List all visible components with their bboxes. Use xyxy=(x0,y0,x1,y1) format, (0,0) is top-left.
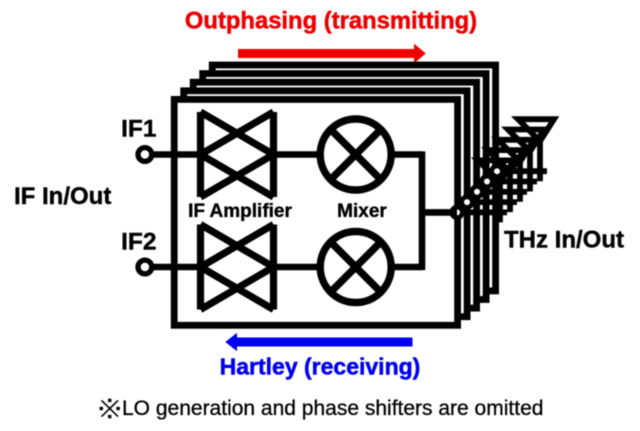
svg-text:Mixer: Mixer xyxy=(337,201,387,222)
svg-text:THz In/Out: THz In/Out xyxy=(504,227,624,254)
svg-text:Outphasing (transmitting): Outphasing (transmitting) xyxy=(185,8,477,35)
svg-text:IF1: IF1 xyxy=(121,116,156,143)
svg-text:IF Amplifier: IF Amplifier xyxy=(188,201,292,222)
svg-text:LO generation and phase shifte: LO generation and phase shifters are omi… xyxy=(122,397,543,420)
svg-text:IF In/Out: IF In/Out xyxy=(14,183,111,210)
svg-text:IF2: IF2 xyxy=(121,229,156,256)
svg-text:Hartley (receiving): Hartley (receiving) xyxy=(220,354,421,380)
